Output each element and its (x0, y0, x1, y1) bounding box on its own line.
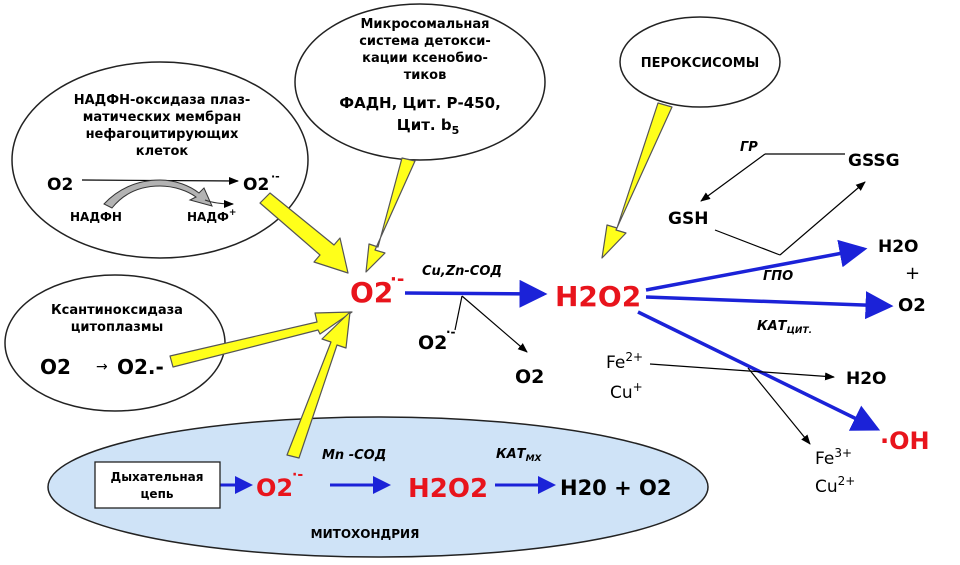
nadph-o2: O2 (47, 175, 73, 195)
h2o-fenton: H2O (846, 369, 887, 389)
yellow-arrow-from-nadph (259, 192, 349, 274)
yellow-arrows (169, 102, 673, 459)
center-superoxide-mark: ·- (390, 269, 404, 290)
resp-chain-box (94, 461, 221, 509)
arrow-h2o2-to-oh (637, 310, 881, 431)
microsomal-title-line-4: тиков (404, 68, 447, 83)
microsomal-ellipse (294, 3, 546, 161)
yellow-arrow-from-peroxisomes (601, 102, 673, 259)
resp-chain-line-2: цепь (141, 487, 174, 501)
gsh-label: GSH (668, 209, 708, 229)
cu1-label: Cu+ (610, 380, 643, 403)
xanthine-title-1: Ксантиноксидаза (51, 303, 183, 318)
microsomal-title-line-3: кации ксенобио- (362, 51, 488, 66)
center-h2o2: H2O2 (555, 280, 641, 313)
sod-o2-radical-mark: ·- (446, 325, 456, 339)
peroxisomes-label: ПЕРОКСИСОМЫ (641, 56, 759, 71)
fe2-label: Fe2+ (606, 350, 643, 373)
nadp-label: НАДФ+ (187, 208, 236, 224)
microsomal-title: Микросомальная система детокси- кации кс… (359, 17, 491, 83)
hydroxyl-radical: ·OH (880, 427, 930, 455)
blue-arrows (220, 239, 894, 494)
arrow-o2-to-h2o2 (404, 279, 548, 308)
sod-branch-in (454, 295, 463, 331)
gsh-to-gpo (714, 229, 781, 256)
nadph-o2-radical: O2 (243, 175, 269, 195)
mito-products: H20 + O2 (560, 476, 671, 500)
nadph-label: НАДФН (70, 210, 122, 224)
gssg-label: GSSG (848, 151, 900, 171)
microsomal-title-line-2: система детокси- (359, 34, 491, 49)
yellow-arrow-from-xanthine (169, 311, 353, 368)
nadph-oxidase-ellipse (11, 61, 309, 259)
kat-cyt-label: КАТЦИТ. (757, 319, 812, 336)
cuzn-sod-label: Cu,Zn-СОД (422, 264, 502, 279)
nadph-title-line-3: нефагоцитирующих (86, 127, 239, 142)
gpo-label: ГПО (763, 269, 793, 284)
resp-chain-line-1: Дыхательная (111, 470, 204, 484)
nadph-title-line-4: клеток (136, 144, 189, 159)
kat-mx-label: КАТМХ (496, 447, 543, 464)
mn-sod-label: Mn -СОД (322, 448, 386, 463)
fenton-arrow-h2o (649, 363, 835, 381)
nadph-curved-arrow (103, 179, 234, 209)
arrow-h2o2-to-h2o-gpo (645, 239, 868, 292)
mito-h2o2: H2O2 (408, 474, 488, 504)
microsomal-enzymes-2: Цит. b5 (397, 116, 459, 137)
sod-o2-radical-in: O2 (418, 332, 447, 354)
fe3-label: Fe3+ (815, 446, 852, 469)
yellow-arrow-from-mitochondria (286, 311, 351, 459)
microsomal-title-line-1: Микросомальная (361, 17, 490, 32)
mito-radical-mark: ·- (292, 467, 303, 483)
o2-right: O2 (898, 295, 926, 316)
xanthine-oxidase-ellipse (4, 274, 226, 412)
nadph-title-line-2: матических мембран (83, 110, 242, 125)
h2o-top: H2O (878, 237, 919, 257)
gr-arrow (700, 153, 766, 202)
yellow-arrow-from-microsomal (365, 157, 416, 273)
nadph-oxidase-title: НАДФН-оксидаза плаз- матических мембран … (74, 93, 251, 159)
microsomal-enzymes-1: ФАДН, Цит. Р-450, (339, 94, 501, 112)
xanthine-title-2: цитоплазмы (71, 320, 163, 335)
mito-o2-radical: O2 (256, 474, 293, 502)
peroxisomes-ellipse (619, 16, 781, 108)
sod-o2-out: O2 (515, 366, 544, 388)
sod-branch-out (461, 295, 528, 353)
cu2-label: Cu2+ (815, 474, 855, 497)
center-superoxide: O2 (350, 276, 393, 309)
arrow-h2o2-to-o2-kat (645, 291, 894, 320)
plus-sign: + (905, 263, 920, 284)
nadph-title-line-1: НАДФН-оксидаза плаз- (74, 93, 251, 108)
nadph-radical-mark: ·- (271, 170, 280, 183)
xanthine-o2-radical: O2.- (117, 355, 164, 379)
gpo-to-gssg (779, 181, 866, 256)
xanthine-o2: O2 (40, 355, 71, 379)
gr-label: ГР (740, 140, 758, 155)
mitochondria-label: МИТОХОНДРИЯ (311, 527, 420, 541)
xanthine-small-arrow: → (96, 359, 108, 375)
fenton-arrow-fe3 (747, 367, 811, 445)
